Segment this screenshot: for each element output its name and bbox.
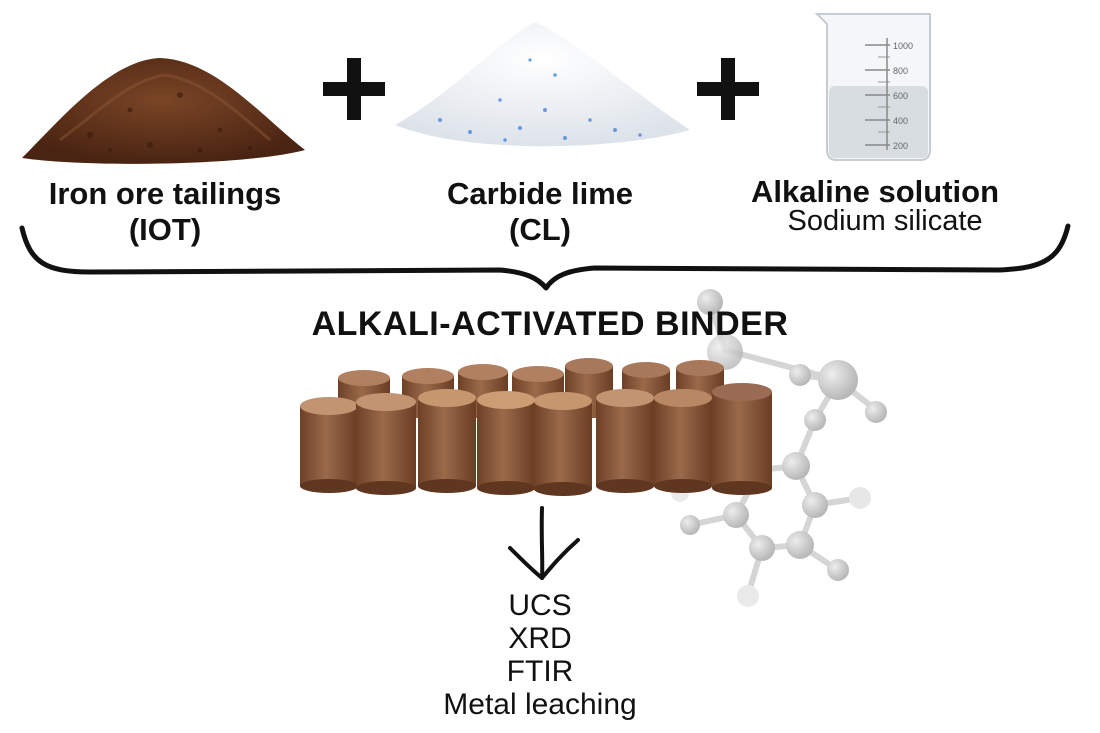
beaker-tick-label: 400 (893, 116, 908, 126)
beaker-tick-label: 1000 (893, 41, 913, 51)
product-title: ALKALI-ACTIVATED BINDER (311, 305, 789, 343)
soil-pile-icon (22, 58, 305, 164)
curly-brace (19, 223, 1071, 291)
plus-icon (697, 58, 759, 120)
material-detail: Sodium silicate (787, 205, 983, 237)
beaker-tick-label: 800 (893, 66, 908, 76)
test-item: UCS (508, 589, 572, 622)
beaker-tick-label: 600 (893, 91, 908, 101)
down-arrow-icon (508, 506, 580, 580)
beaker-tick-label: 200 (893, 141, 908, 151)
material-name: Iron ore tailings (48, 176, 282, 211)
cylindrical-specimens-icon (300, 358, 772, 496)
white-powder-pile-icon (395, 22, 690, 147)
input-label-alkaline: Alkaline solution (730, 174, 1020, 210)
plus-icon (323, 58, 385, 120)
test-item: XRD (508, 622, 572, 655)
material-abbr: (IOT) (128, 212, 202, 247)
material-name: Alkaline solution (750, 174, 1000, 209)
beaker-icon: 1000 800 600 400 200 (814, 13, 931, 161)
test-item: Metal leaching (443, 688, 637, 721)
test-list: UCS XRD FTIR Metal leaching (390, 589, 690, 721)
test-item: FTIR (506, 655, 574, 688)
material-name: Carbide lime (446, 176, 634, 211)
material-abbr: (CL) (509, 212, 571, 247)
input-label-cl: Carbide lime (CL) (400, 176, 680, 248)
input-label-iot: Iron ore tailings (IOT) (20, 176, 310, 248)
